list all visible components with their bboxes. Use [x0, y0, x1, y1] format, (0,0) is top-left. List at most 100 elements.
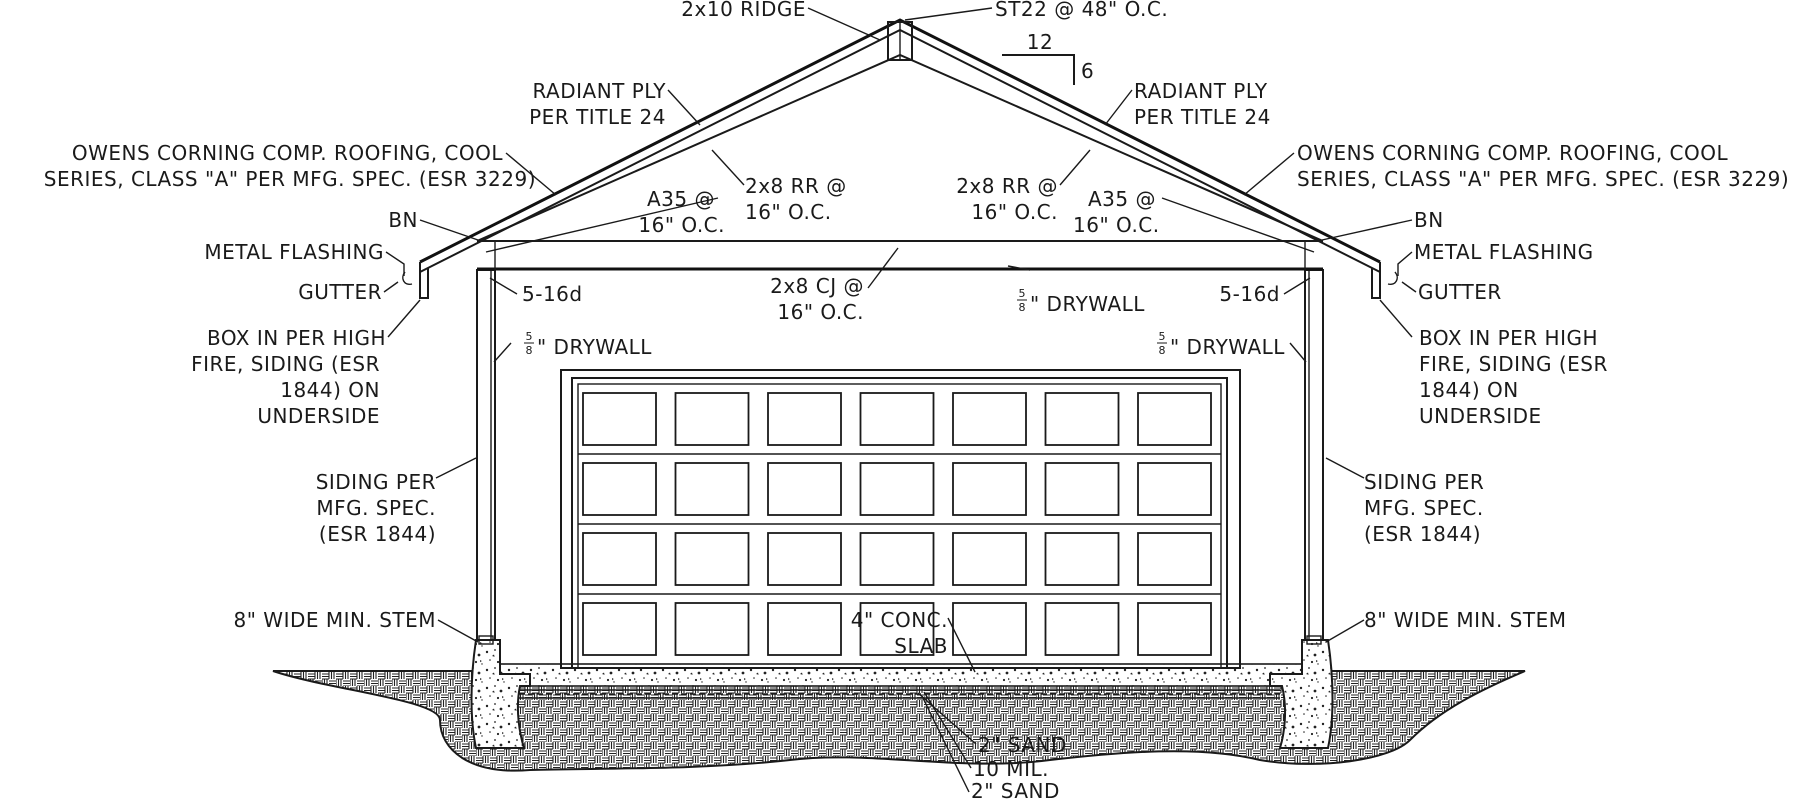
label-nailing-right: 5-16d — [1219, 282, 1280, 306]
label-a35-right-1: A35 @ — [1088, 187, 1156, 211]
label-drywall-ceiling: " DRYWALL — [1030, 292, 1145, 316]
annotations: 2x10 RIDGE ST22 @ 48" O.C. 12 6 RADIANT … — [44, 0, 1789, 800]
door-window-panel — [674, 392, 750, 446]
label-roofing-right-1: OWENS CORNING COMP. ROOFING, COOL — [1297, 141, 1728, 165]
label-ply-right-1: RADIANT PLY — [1134, 79, 1268, 103]
label-bn-right: BN — [1414, 208, 1444, 232]
door-window-panel — [1044, 602, 1120, 656]
right-wall — [1304, 269, 1324, 645]
door-window-panel — [674, 602, 750, 656]
soil-hatch — [272, 670, 1526, 772]
drywall-right-den: 8 — [1159, 344, 1166, 357]
door-window-panel — [952, 602, 1027, 656]
door-window-panel — [1137, 602, 1212, 656]
left-fascia — [402, 262, 429, 299]
drywall-left-den: 8 — [526, 344, 533, 357]
label-siding-left-1: SIDING PER — [316, 470, 436, 494]
label-ridge: 2x10 RIDGE — [681, 0, 806, 21]
label-sand-2: 2" SAND — [971, 779, 1060, 800]
door-window-panel — [952, 532, 1027, 586]
door-window-panel — [1044, 392, 1120, 446]
label-roofing-left-2: SERIES, CLASS "A" PER MFG. SPEC. (ESR 32… — [44, 167, 536, 191]
drywall-ceiling-den: 8 — [1019, 301, 1026, 314]
label-rafter-left-2: 16" O.C. — [745, 200, 832, 224]
left-footing — [470, 639, 531, 749]
label-flashing-left: METAL FLASHING — [204, 240, 384, 264]
label-boxin-right-4: UNDERSIDE — [1419, 404, 1542, 428]
door-panel-grid — [582, 392, 1212, 656]
label-rafter-right-1: 2x8 RR @ — [956, 174, 1058, 198]
label-gutter-left: GUTTER — [298, 280, 382, 304]
door-window-panel — [1137, 392, 1212, 446]
door-window-panel — [859, 392, 935, 446]
label-a35-left-2: 16" O.C. — [638, 213, 725, 237]
door-window-panel — [674, 532, 750, 586]
label-boxin-left-2: FIRE, SIDING (ESR — [191, 352, 380, 376]
label-siding-left-3: (ESR 1844) — [319, 522, 436, 546]
label-boxin-left-4: UNDERSIDE — [257, 404, 380, 428]
label-roofing-left-1: OWENS CORNING COMP. ROOFING, COOL — [72, 141, 503, 165]
label-sand-1: 2" SAND — [978, 733, 1067, 757]
door-window-panel — [767, 602, 842, 656]
label-slope-rise: 6 — [1081, 59, 1094, 83]
label-boxin-left-3: 1844) ON — [280, 378, 380, 402]
label-siding-right-2: MFG. SPEC. — [1364, 496, 1484, 520]
door-window-panel — [582, 392, 657, 446]
door-window-panel — [582, 462, 657, 516]
label-stem-left: 8" WIDE MIN. STEM — [234, 608, 436, 632]
label-a35-left-1: A35 @ — [647, 187, 715, 211]
label-slope-run: 12 — [1027, 30, 1053, 54]
label-boxin-right-3: 1844) ON — [1419, 378, 1519, 402]
label-rafter-left-1: 2x8 RR @ — [745, 174, 847, 198]
label-strap: ST22 @ 48" O.C. — [995, 0, 1168, 21]
label-flashing-right: METAL FLASHING — [1414, 240, 1594, 264]
label-ceiling-joist-1: 2x8 CJ @ — [770, 274, 864, 298]
left-wall — [476, 269, 496, 645]
label-stem-right: 8" WIDE MIN. STEM — [1364, 608, 1566, 632]
drywall-right-num: 5 — [1159, 330, 1166, 343]
door-window-panel — [952, 462, 1027, 516]
label-slab-2: SLAB — [894, 634, 948, 658]
door-window-panel — [767, 462, 842, 516]
door-window-panel — [767, 532, 842, 586]
label-ply-left-1: RADIANT PLY — [532, 79, 666, 103]
label-a35-right-2: 16" O.C. — [1073, 213, 1160, 237]
label-vapor-barrier: 10 MIL. — [973, 757, 1049, 781]
door-window-panel — [952, 392, 1027, 446]
garage-door — [560, 369, 1241, 669]
door-window-panel — [1044, 462, 1120, 516]
door-window-panel — [859, 462, 935, 516]
door-window-panel — [767, 392, 842, 446]
label-siding-left-2: MFG. SPEC. — [316, 496, 436, 520]
label-ply-left-2: PER TITLE 24 — [529, 105, 666, 129]
right-footing — [1269, 639, 1334, 749]
door-window-panel — [1137, 532, 1212, 586]
label-ply-right-2: PER TITLE 24 — [1134, 105, 1271, 129]
label-gutter-right: GUTTER — [1418, 280, 1502, 304]
door-window-panel — [674, 462, 750, 516]
roof-rafters — [419, 18, 1381, 273]
drywall-left-num: 5 — [526, 330, 533, 343]
door-window-panel — [859, 532, 935, 586]
label-drywall-right: " DRYWALL — [1170, 335, 1285, 359]
door-window-panel — [1137, 462, 1212, 516]
door-window-panel — [859, 602, 935, 656]
right-fascia — [1371, 262, 1398, 299]
label-rafter-right-2: 16" O.C. — [971, 200, 1058, 224]
door-window-panel — [582, 602, 657, 656]
label-ceiling-joist-2: 16" O.C. — [777, 300, 864, 324]
door-window-panel — [582, 532, 657, 586]
ceiling-joist — [477, 240, 1323, 271]
label-drywall-left: " DRYWALL — [537, 335, 652, 359]
drywall-ceiling-num: 5 — [1019, 287, 1026, 300]
label-boxin-left-1: BOX IN PER HIGH — [207, 326, 386, 350]
label-bn-left: BN — [388, 208, 418, 232]
label-boxin-right-1: BOX IN PER HIGH — [1419, 326, 1598, 350]
label-siding-right-3: (ESR 1844) — [1364, 522, 1481, 546]
slope-indicator — [1002, 54, 1075, 85]
label-nailing-left: 5-16d — [522, 282, 583, 306]
label-siding-right-1: SIDING PER — [1364, 470, 1484, 494]
leader-lines — [383, 7, 1417, 793]
